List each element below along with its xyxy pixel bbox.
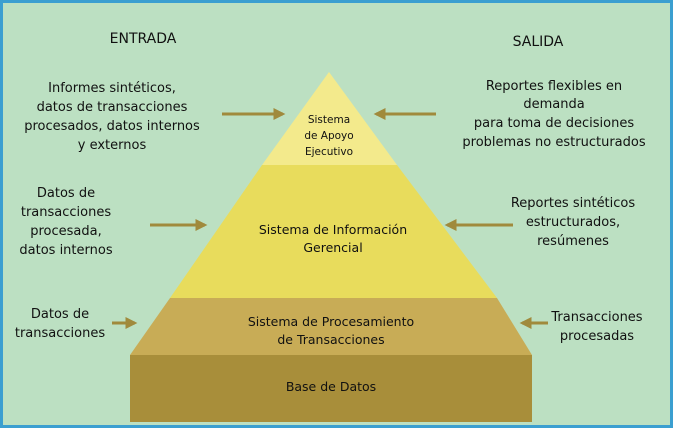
input-text-management: Datos de transacciones procesada, datos … bbox=[19, 186, 112, 258]
output-text-executive: Reportes flexibles en demanda para toma … bbox=[462, 79, 645, 150]
svg-text:Sistema de Información: Sistema de Información bbox=[259, 222, 407, 237]
svg-text:estructurados,: estructurados, bbox=[526, 215, 620, 230]
tier-management-info bbox=[170, 165, 497, 298]
input-text-executive: Informes sintéticos, datos de transaccio… bbox=[24, 81, 200, 153]
svg-text:Transacciones: Transacciones bbox=[550, 310, 642, 325]
svg-text:Datos de: Datos de bbox=[37, 186, 95, 201]
svg-text:transacciones: transacciones bbox=[21, 205, 111, 220]
svg-text:Ejecutivo: Ejecutivo bbox=[305, 146, 353, 158]
input-text-transactions: Datos de transacciones bbox=[15, 307, 105, 341]
output-text-management: Reportes sintéticos estructurados, resúm… bbox=[511, 196, 636, 249]
svg-text:Reportes sintéticos: Reportes sintéticos bbox=[511, 196, 636, 211]
svg-text:problemas no estructurados: problemas no estructurados bbox=[462, 135, 645, 150]
svg-text:Reportes flexibles en: Reportes flexibles en bbox=[486, 79, 622, 94]
svg-text:de Transacciones: de Transacciones bbox=[277, 332, 384, 347]
svg-text:para toma de decisiones: para toma de decisiones bbox=[474, 116, 634, 131]
svg-text:Sistema de Procesamiento: Sistema de Procesamiento bbox=[248, 314, 414, 329]
svg-text:Datos de: Datos de bbox=[31, 307, 89, 322]
tier-label-transactions: Sistema de Procesamiento de Transaccione… bbox=[248, 314, 414, 347]
svg-text:datos de transacciones: datos de transacciones bbox=[37, 100, 188, 115]
svg-text:Informes sintéticos,: Informes sintéticos, bbox=[48, 81, 176, 96]
svg-text:Sistema: Sistema bbox=[308, 114, 350, 126]
svg-text:demanda: demanda bbox=[523, 97, 584, 112]
tier-label-management: Sistema de Información Gerencial bbox=[259, 222, 407, 255]
output-header: SALIDA bbox=[513, 34, 564, 50]
svg-text:datos internos: datos internos bbox=[19, 243, 112, 258]
tier-label-database: Base de Datos bbox=[286, 379, 376, 394]
tier-database bbox=[130, 355, 532, 422]
svg-text:Gerencial: Gerencial bbox=[303, 240, 362, 255]
svg-text:procesadas: procesadas bbox=[560, 329, 634, 344]
tier-transaction-processing bbox=[130, 298, 532, 355]
output-text-transactions: Transacciones procesadas bbox=[550, 310, 642, 344]
svg-text:y externos: y externos bbox=[78, 138, 147, 153]
input-header: ENTRADA bbox=[110, 31, 177, 47]
svg-text:procesada,: procesada, bbox=[30, 224, 102, 239]
svg-text:procesados, datos internos: procesados, datos internos bbox=[24, 119, 200, 134]
tier-label-executive: Sistema de Apoyo Ejecutivo bbox=[304, 114, 353, 158]
svg-text:de Apoyo: de Apoyo bbox=[304, 130, 353, 142]
svg-text:resúmenes: resúmenes bbox=[537, 234, 609, 249]
svg-text:transacciones: transacciones bbox=[15, 326, 105, 341]
tier-executive-support bbox=[262, 72, 397, 165]
